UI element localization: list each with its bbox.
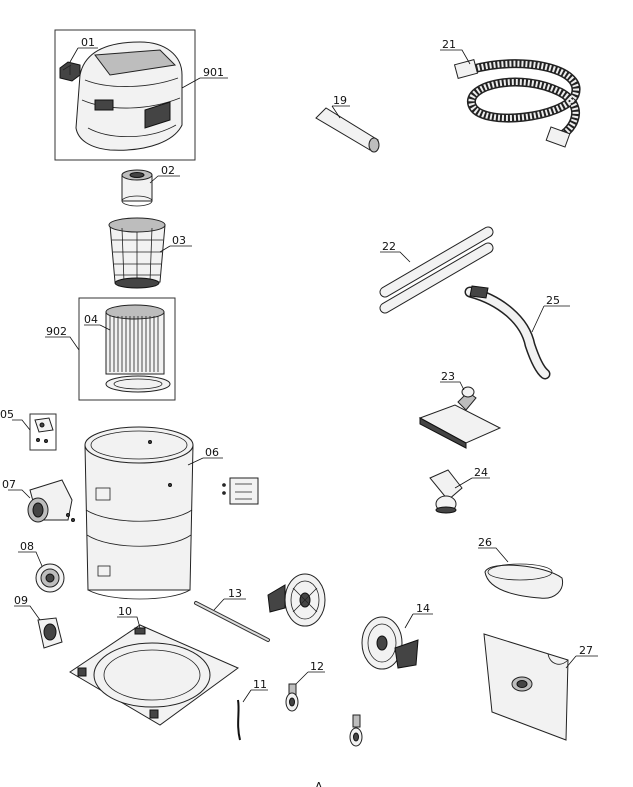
part-11-cable-tie (237, 699, 241, 741)
label-05: 05 (0, 408, 14, 421)
part-10-base (69, 624, 239, 726)
label-07: 07 (2, 478, 16, 491)
label-21: 21 (442, 38, 456, 51)
part-25-handle (464, 285, 551, 380)
part-23-floor-nozzle (418, 386, 502, 449)
label-02: 02 (161, 164, 175, 177)
label-13: 13 (228, 587, 242, 600)
label-03: 03 (172, 234, 186, 247)
label-23: 23 (441, 370, 455, 383)
part-24-brush-nozzle (429, 469, 463, 514)
part-01-switch (59, 61, 81, 82)
label-19: 19 (333, 94, 347, 107)
part-07-inlet (27, 479, 75, 523)
label-11: 11 (253, 678, 267, 691)
label-24: 24 (474, 466, 488, 479)
part-06-drum (84, 426, 194, 600)
part-09-cap (37, 617, 63, 649)
label-10: 10 (118, 605, 132, 618)
label-901: 901 (203, 66, 224, 79)
label-06: 06 (205, 446, 219, 459)
label-902: 902 (46, 325, 67, 338)
group-box-902 (78, 297, 176, 401)
label-22: 22 (382, 240, 396, 253)
label-27: 27 (579, 644, 593, 657)
label-25: 25 (546, 294, 560, 307)
part-13-axle (194, 601, 270, 642)
part-12-castor (285, 683, 363, 747)
leader-lines (8, 47, 598, 703)
part-labels: 01 901 02 03 04 902 05 06 07 08 09 10 11… (0, 36, 593, 787)
part-03-filter-basket (108, 217, 166, 289)
part-22-extension-tubes (379, 226, 494, 314)
part-wheel-left (267, 573, 326, 627)
part-21-hose (453, 59, 581, 148)
label-01: 01 (81, 36, 95, 49)
label-12: 12 (310, 660, 324, 673)
group-box-901 (54, 29, 196, 161)
label-04: 04 (84, 313, 98, 326)
part-02-sleeve (121, 169, 153, 207)
part-27-dust-bag (483, 633, 569, 741)
part-06-bracket (222, 477, 259, 505)
part-901-motor-head (75, 41, 183, 151)
label-26: 26 (478, 536, 492, 549)
label-08: 08 (20, 540, 34, 553)
part-04-cartridge-filter (105, 304, 171, 393)
label-09: 09 (14, 594, 28, 607)
footer-mark: A (315, 780, 323, 787)
part-26-foam-filter (484, 563, 564, 599)
part-05-plate (29, 413, 57, 451)
part-08-drain-ring (35, 563, 65, 593)
label-14: 14 (416, 602, 430, 615)
part-14-wheel (361, 616, 419, 670)
part-19-crevice-tool (315, 107, 380, 153)
